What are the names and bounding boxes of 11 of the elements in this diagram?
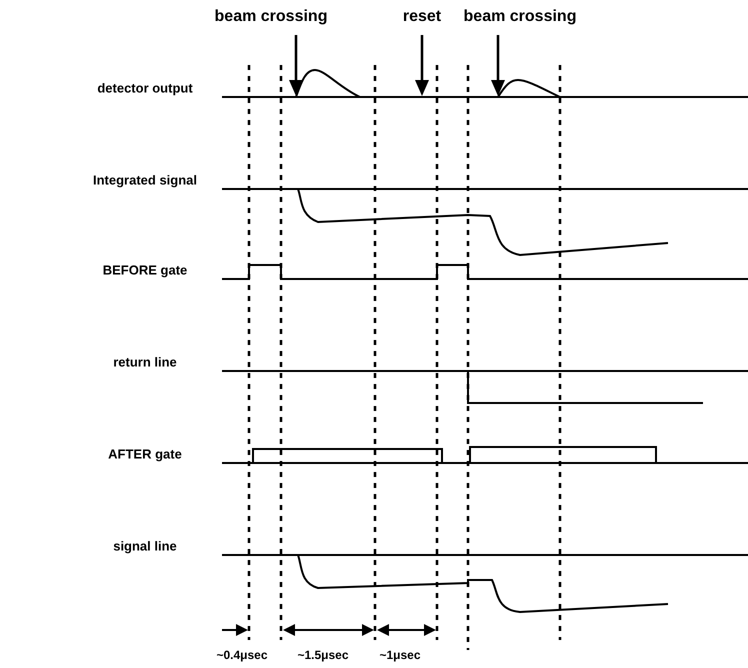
annotation-label: beam crossing [214,9,328,25]
signal-label: detector output [96,82,194,94]
signal-label: AFTER gate [107,448,183,460]
signal-label: BEFORE gate [102,264,188,276]
annotation-label: beam crossing [462,9,578,25]
signal-label: return line [112,356,178,368]
duration-label: ~1μsec [378,649,422,661]
duration-label: ~1.5μsec [296,649,350,661]
duration-label: ~0.4μsec [215,649,269,661]
signal-label: Integrated signal [92,174,198,186]
signal-label: signal line [112,540,178,552]
